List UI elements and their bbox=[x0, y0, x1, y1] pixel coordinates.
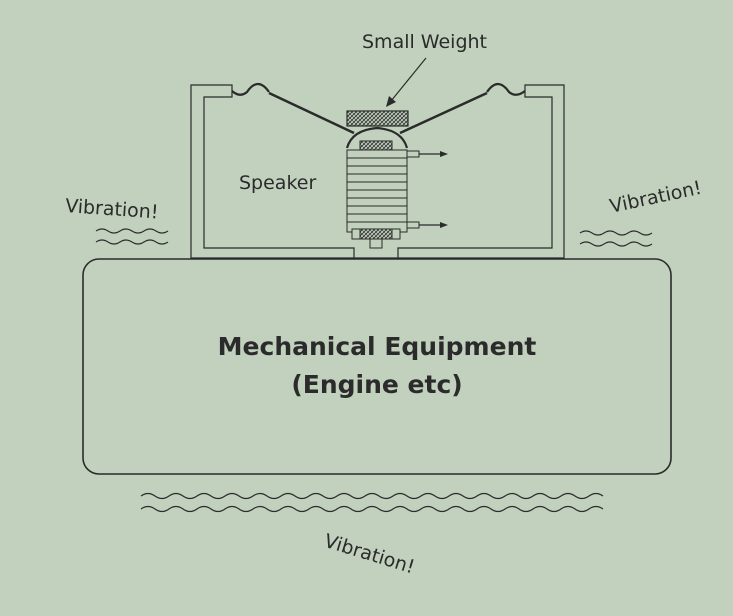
vibration-waves-bottom bbox=[140, 492, 604, 513]
vibration-waves-left bbox=[95, 228, 169, 245]
speaker-enclosure bbox=[190, 84, 355, 259]
vibration-waves-right bbox=[579, 230, 653, 247]
diaphragm-left bbox=[268, 91, 355, 135]
lead-wire-top bbox=[406, 150, 448, 158]
surround-right bbox=[486, 82, 526, 96]
equipment-subtitle: (Engine etc) bbox=[291, 370, 463, 399]
weight-pointer-arrow bbox=[386, 57, 427, 107]
magnet-bottom-hatch bbox=[359, 228, 393, 240]
speaker-label: Speaker bbox=[239, 172, 317, 194]
magnet-top bbox=[359, 140, 393, 151]
equipment-box bbox=[82, 258, 672, 475]
small-weight-label: Small Weight bbox=[362, 31, 488, 53]
lead-wire-bottom bbox=[406, 221, 448, 229]
surround-left bbox=[231, 82, 270, 96]
small-weight-block bbox=[346, 110, 409, 127]
equipment-title: Mechanical Equipment bbox=[217, 332, 537, 361]
magnet-post bbox=[369, 238, 383, 249]
speaker-enclosure-right bbox=[397, 84, 565, 259]
voice-coil bbox=[346, 149, 408, 233]
diaphragm-right bbox=[399, 91, 488, 135]
